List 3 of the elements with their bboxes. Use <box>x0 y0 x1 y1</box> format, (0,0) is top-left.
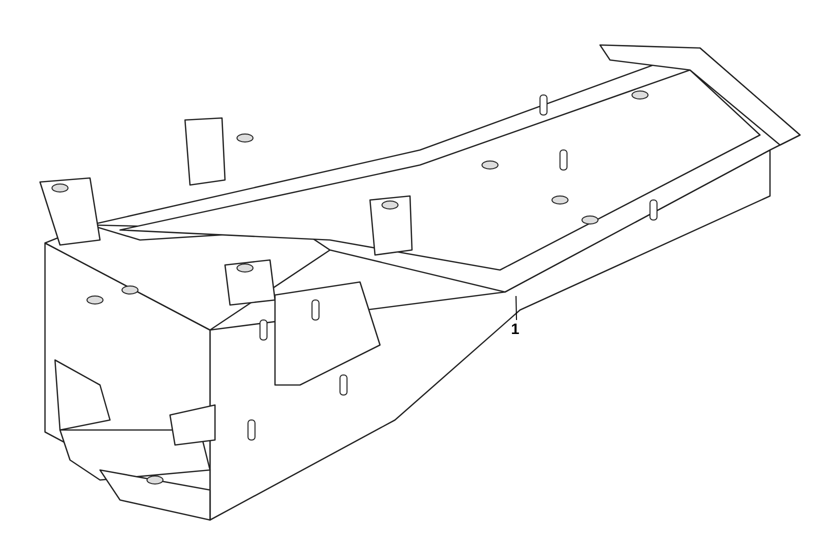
chassis-frame-drawing <box>39 44 801 521</box>
leader-line <box>516 296 517 320</box>
callout-number: 1 <box>511 322 520 338</box>
